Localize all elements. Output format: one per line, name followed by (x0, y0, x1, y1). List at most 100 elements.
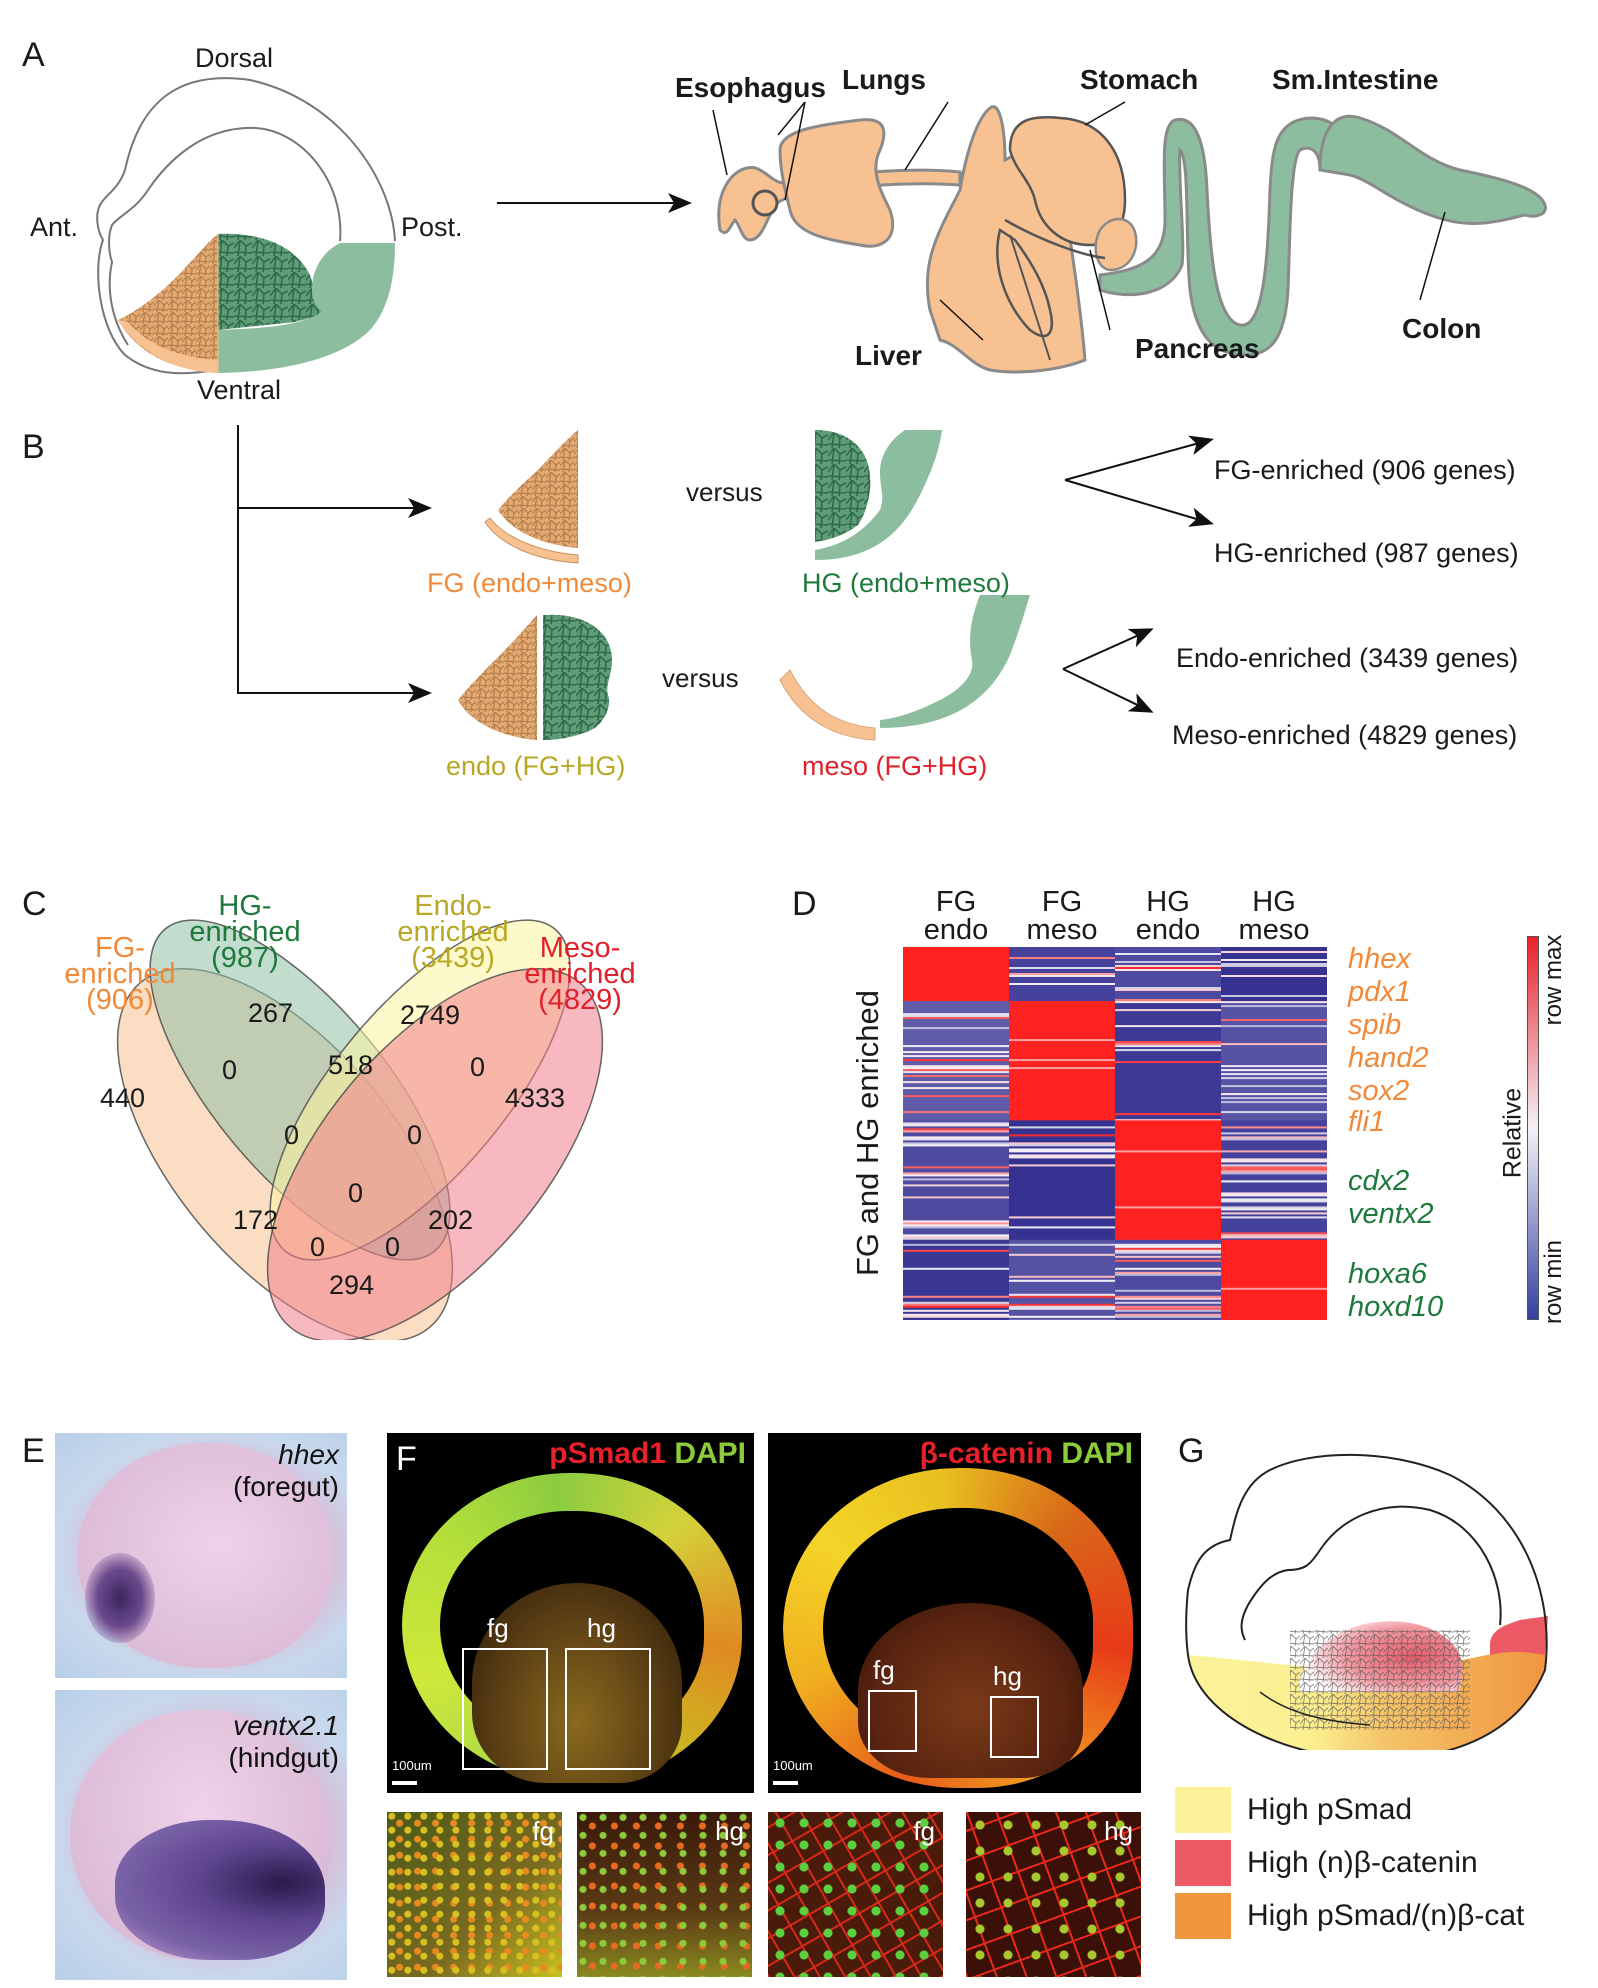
heatmap-cell (903, 1130, 1009, 1133)
heatmap-cell (1009, 1152, 1115, 1155)
heatmap-cell (1115, 1216, 1221, 1219)
heatmap-cell (1115, 1045, 1221, 1048)
roi-box-hg (990, 1696, 1039, 1758)
heatmap-cell (1221, 971, 1327, 974)
heatmap-cell (1221, 1023, 1327, 1026)
heatmap-cell (1115, 1198, 1221, 1201)
heatmap-cell (1221, 1140, 1327, 1143)
roi-box-hg (565, 1648, 651, 1770)
panel-letter-f: F (396, 1440, 417, 1478)
heatmap-cell (903, 1289, 1009, 1293)
heatmap-cell (903, 1142, 1009, 1145)
heatmap-cell (1115, 1176, 1221, 1179)
heatmap-cell (903, 1105, 1009, 1108)
heatmap-cell (1009, 965, 1115, 968)
heatmap-cell (1221, 973, 1327, 976)
heatmap-cell (1115, 1162, 1221, 1165)
heatmap-cell (1009, 1184, 1115, 1187)
heatmap-cell (903, 1089, 1009, 1092)
heatmap-cell (1009, 1057, 1115, 1060)
heatmap-cell (903, 1101, 1009, 1104)
heatmap-cell (903, 1063, 1009, 1066)
heatmap-cell (1009, 1069, 1115, 1072)
heatmap-cell (903, 1196, 1009, 1199)
heatmap-cell (1009, 955, 1115, 958)
heatmap-cell (1009, 1220, 1115, 1223)
heatmap-cell (903, 1293, 1009, 1297)
stain-counter-dapi: DAPI (1061, 1437, 1133, 1470)
heatmap-cell (903, 1206, 1009, 1209)
heatmap-cell (1115, 1049, 1221, 1052)
heatmap-cell (903, 1097, 1009, 1100)
hg-tissue-icon (815, 430, 942, 560)
heatmap-col-header-line1: HG (1252, 886, 1296, 918)
heatmap-cell (1009, 1039, 1115, 1042)
heatmap-cell (1221, 997, 1327, 1000)
heatmap-cell (1221, 1307, 1327, 1311)
heatmap-cell (1221, 1277, 1327, 1281)
heatmap-cell (1009, 1198, 1115, 1201)
heatmap-cell (1115, 1232, 1221, 1235)
heatmap-cell (1009, 1111, 1115, 1114)
heatmap-cell (903, 957, 1009, 960)
heatmap-cell (1115, 1239, 1221, 1243)
venn-label-meso-line3: (4829) (538, 984, 622, 1016)
heatmap-cell (903, 995, 1009, 998)
heatmap-cell (1009, 1079, 1115, 1082)
venn-count-hg-endo: 518 (328, 1050, 374, 1080)
heatmap-cell (1009, 951, 1115, 954)
heatmap-cell (1221, 1031, 1327, 1034)
heatmap-cell (1009, 1176, 1115, 1179)
heatmap-cell (1221, 1111, 1327, 1114)
heatmap-cell (1009, 1305, 1115, 1309)
heatmap-cell (1115, 1186, 1221, 1189)
heatmap-cell (1009, 1228, 1115, 1231)
heatmap-cell (903, 1184, 1009, 1187)
heatmap-cell (1115, 1023, 1221, 1026)
heatmap-cell (1221, 961, 1327, 964)
heatmap-cell (1009, 1029, 1115, 1032)
heatmap-cell (1221, 1311, 1327, 1315)
heatmap-cell (903, 1269, 1009, 1273)
heatmap-cell (1115, 1204, 1221, 1207)
heatmap-cell (1009, 957, 1115, 960)
heatmap-cell (903, 1210, 1009, 1213)
heatmap-cell (1221, 1281, 1327, 1285)
heatmap-cell (1115, 1194, 1221, 1197)
high-bcatenin-region (1490, 1616, 1548, 1655)
heatmap-cell (1221, 983, 1327, 986)
heatmap-cell (1221, 1089, 1327, 1092)
heatmap-cell (1009, 1061, 1115, 1064)
roi-label-hg: hg (587, 1613, 616, 1643)
heatmap-cell (1009, 1279, 1115, 1283)
hg-endo-meso-label: HG (endo+meso) (802, 568, 1010, 598)
heatmap-cell (1221, 1192, 1327, 1195)
heatmap-cell (1221, 1130, 1327, 1133)
endo-enriched-output: Endo-enriched (3439 genes) (1176, 643, 1519, 673)
heatmap-cell (1221, 1119, 1327, 1121)
heatmap-cell (1221, 1208, 1327, 1211)
heatmap-cell (1009, 1239, 1115, 1243)
signaling-model-diagram (1185, 1453, 1548, 1750)
heatmap-cell (1115, 1007, 1221, 1010)
heatmap-cell (1221, 949, 1327, 952)
heatmap-cell (1009, 1275, 1115, 1279)
heatmap-cell (1221, 1085, 1327, 1088)
heatmap-cell (1115, 1067, 1221, 1070)
heatmap-cell (1115, 1263, 1221, 1267)
heatmap-cell (1115, 1301, 1221, 1305)
heatmap-cell (903, 1275, 1009, 1279)
gene-label-ventx2: ventx2 (1348, 1198, 1434, 1230)
heatmap-cell (1009, 1224, 1115, 1227)
heatmap-cell (1115, 1101, 1221, 1104)
heatmap-cell (1115, 1053, 1221, 1056)
heatmap-cell (903, 979, 1009, 982)
heatmap-cell (1009, 947, 1115, 950)
heatmap-cell (1115, 1218, 1221, 1221)
heatmap-cell (903, 1049, 1009, 1052)
heatmap-cell (1115, 1241, 1221, 1245)
heatmap-cell (903, 1182, 1009, 1185)
heatmap-cell (1115, 1222, 1221, 1225)
venn-label-meso-line1: Meso- (539, 932, 621, 964)
